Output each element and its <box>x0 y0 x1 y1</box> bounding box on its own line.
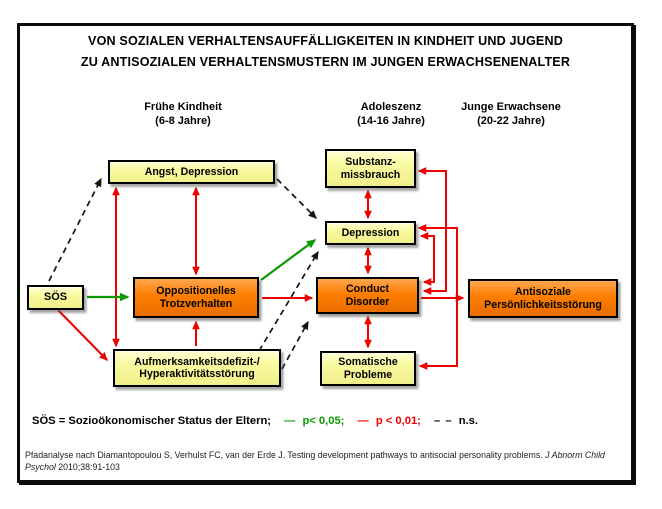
node-label-line-1: Somatische <box>338 356 398 368</box>
slide-border-frame <box>17 23 634 483</box>
legend-green-line-sample: — <box>284 415 297 427</box>
citation: Pfadanalyse nach Diamantopoulou S, Verhu… <box>25 450 627 473</box>
node-label: SÖS <box>43 291 68 304</box>
legend: SÖS = Sozioökonomischer Status der Elter… <box>32 415 612 427</box>
page-title: VON SOZIALEN VERHALTENSAUFFÄLLIGKEITEN I… <box>17 31 634 73</box>
column-label: Junge Erwachsene <box>461 101 561 113</box>
legend-abbreviation-text: SÖS = Sozioökonomischer Status der Elter… <box>32 415 272 427</box>
page-title-line-2: ZU ANTISOZIALEN VERHALTENSMUSTERN IM JUN… <box>80 55 571 69</box>
column-header-junge-erwachsene: Junge Erwachsene (20-22 Jahre) <box>426 101 596 128</box>
column-header-fruehe-kindheit: Frühe Kindheit (6-8 Jahre) <box>98 101 268 128</box>
node-adhs: Aufmerksamkeitsdefizit-/ Hyperaktivitäts… <box>113 349 281 387</box>
node-somatische-probleme: Somatische Probleme <box>320 351 416 386</box>
node-label-line-2: missbrauch <box>340 168 401 181</box>
node-conduct-disorder: Conduct Disorder <box>316 277 419 314</box>
node-label-line-1: Aufmerksamkeitsdefizit-/ <box>134 355 260 368</box>
legend-red-line-sample: — <box>357 415 370 427</box>
node-label-line-2: Trotzverhalten <box>159 297 233 310</box>
column-sublabel: (20-22 Jahre) <box>477 114 545 127</box>
node-label-line-1: Oppositionelles <box>156 285 236 297</box>
node-angst-depression: Angst, Depression <box>108 160 275 184</box>
node-oppositionelles-trotzverhalten: Oppositionelles Trotzverhalten <box>133 277 259 318</box>
node-label: Depression <box>341 226 400 239</box>
node-soes: SÖS <box>27 285 84 310</box>
page-title-line-1: VON SOZIALEN VERHALTENSAUFFÄLLIGKEITEN I… <box>88 34 563 48</box>
column-label: Frühe Kindheit <box>144 101 222 113</box>
column-sublabel: (14-16 Jahre) <box>357 114 425 127</box>
legend-ns-label: n.s. <box>458 415 478 427</box>
column-header-adoleszenz: Adoleszenz (14-16 Jahre) <box>306 101 476 128</box>
node-depression: Depression <box>325 221 416 245</box>
node-label-line-2: Hyperaktivitätsstörung <box>139 368 255 380</box>
citation-text: Pfadanalyse nach Diamantopoulou S, Verhu… <box>25 450 546 460</box>
node-label: Angst, Depression <box>144 165 239 178</box>
citation-journal: J Abnorm Child Psychol <box>25 450 605 472</box>
node-label-line-2: Probleme <box>343 368 393 381</box>
column-label: Adoleszenz <box>360 101 422 113</box>
node-label-line-2: Disorder <box>345 295 390 308</box>
node-label-line-1: Substanz- <box>345 156 396 168</box>
legend-dashed-line-sample: – – <box>434 415 453 427</box>
node-substanzmissbrauch: Substanz- missbrauch <box>325 149 416 188</box>
node-label-line-2: Persönlichkeitsstörung <box>484 298 602 311</box>
node-label-line-1: Antisoziale <box>515 286 571 298</box>
legend-p005-label: p< 0,05; <box>302 415 345 427</box>
column-sublabel: (6-8 Jahre) <box>155 114 211 127</box>
legend-p001-label: p < 0,01; <box>375 415 421 427</box>
node-antisoziale-persoenlichkeitsstoerung: Antisoziale Persönlichkeitsstörung <box>468 279 618 318</box>
citation-volume: 2010;38:91-103 <box>55 461 120 472</box>
node-label-line-1: Conduct <box>346 283 389 295</box>
